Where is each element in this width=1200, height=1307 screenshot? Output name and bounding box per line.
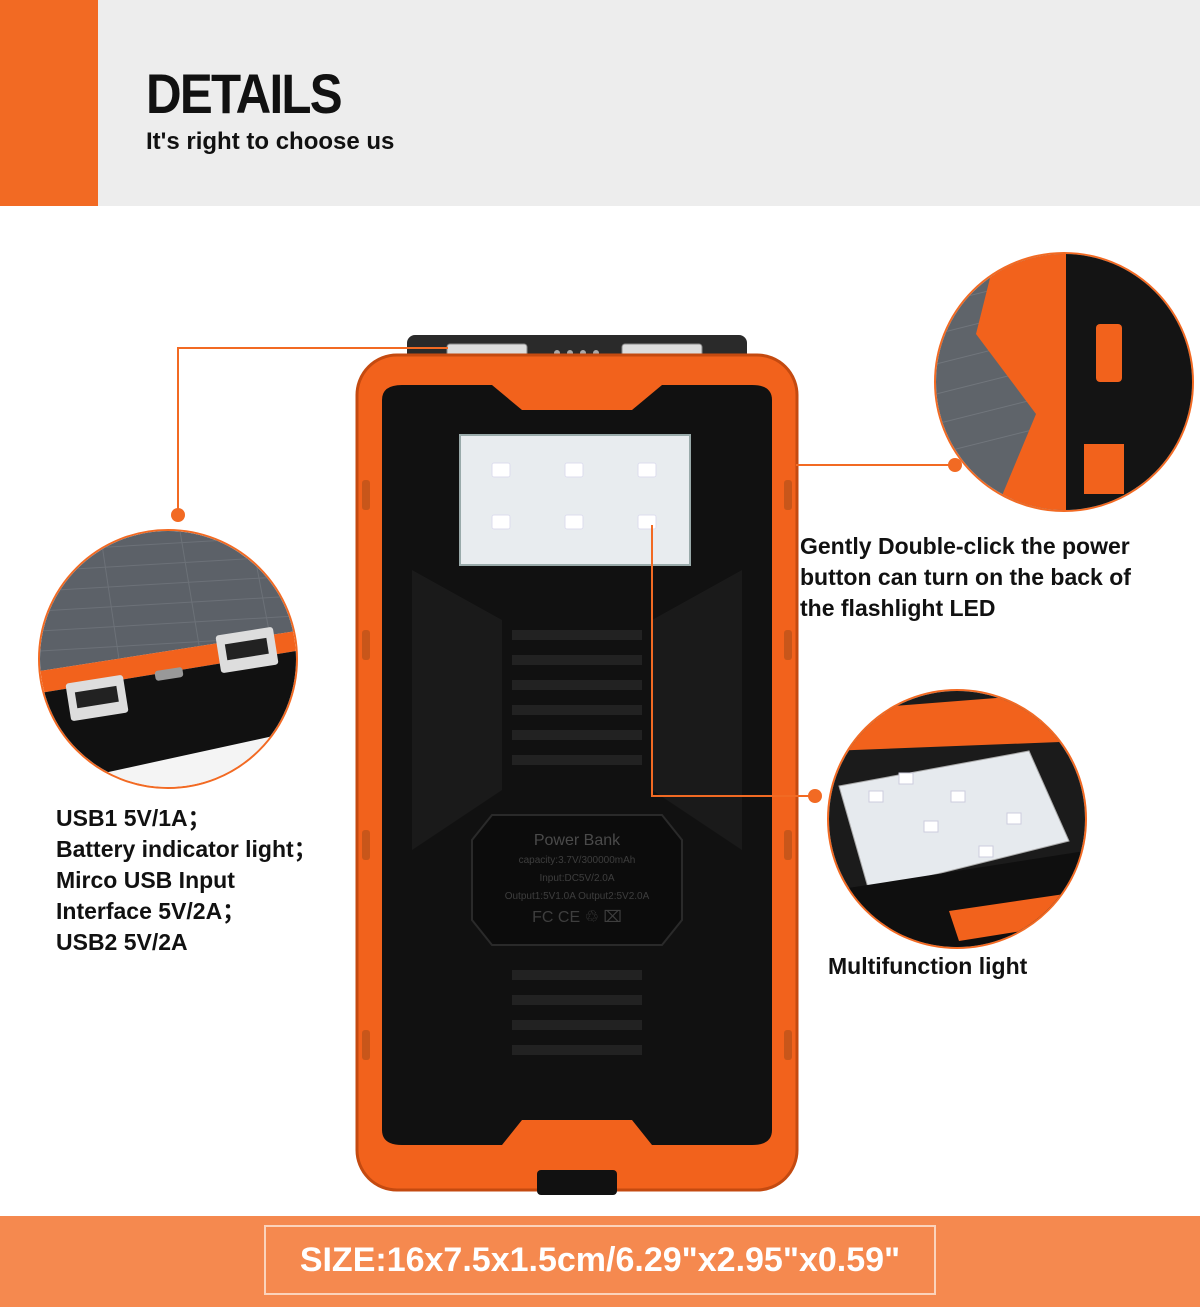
page-subtitle: It's right to choose us — [146, 128, 395, 155]
page-title: DETAILS — [146, 62, 343, 125]
leader-ports-vertical — [177, 347, 179, 515]
power-button-callout: Gently Double-click the power button can… — [800, 531, 1198, 624]
device-label-input: Input:DC5V/2.0A — [539, 873, 614, 884]
leader-power-horizontal — [796, 464, 954, 466]
device-label-marks: FC CE ♲ ⌧ — [532, 909, 622, 926]
size-text: SIZE:16x7.5x1.5cm/6.29"x2.95"x0.59" — [299, 1240, 901, 1279]
header-accent-bar — [0, 0, 98, 206]
leader-light-vertical — [651, 525, 653, 797]
footer-band: SIZE:16x7.5x1.5cm/6.29"x2.95"x0.59" — [0, 1216, 1200, 1307]
power-button-detail-circle — [934, 252, 1194, 512]
power-button-callout-line: Gently Double-click the power — [800, 533, 1130, 559]
device-label-output: Output1:5V1.0A Output2:5V2.0A — [505, 891, 650, 902]
leader-light-horizontal — [651, 795, 813, 797]
multifunction-light-callout: Multifunction light — [828, 953, 1028, 979]
leader-light-dot — [808, 789, 822, 803]
ports-detail-circle — [38, 529, 298, 789]
ports-callout-line: Interface 5V/2A； — [56, 898, 246, 924]
ports-callout-line: Battery indicator light； — [56, 836, 317, 862]
leader-power-dot — [948, 458, 962, 472]
leader-ports-dot — [171, 508, 185, 522]
ports-callout: USB1 5V/1A； Battery indicator light； Mir… — [56, 803, 356, 958]
ports-callout-line: Mirco USB Input — [56, 867, 235, 893]
leader-ports-horizontal — [177, 347, 448, 349]
device-label-capacity: capacity:3.7V/300000mAh — [519, 855, 636, 866]
power-button-callout-line: button can turn on the back of — [800, 564, 1131, 590]
led-detail-circle — [827, 689, 1087, 949]
ports-callout-line: USB2 5V/2A — [56, 929, 188, 955]
ports-callout-line: USB1 5V/1A； — [56, 805, 211, 831]
header-band: DETAILS It's right to choose us — [0, 0, 1200, 206]
power-button-callout-line: the flashlight LED — [800, 595, 996, 621]
device-label-title: Power Bank — [534, 832, 621, 849]
power-bank-image: Power Bank capacity:3.7V/300000mAh Input… — [355, 335, 799, 1195]
size-box: SIZE:16x7.5x1.5cm/6.29"x2.95"x0.59" — [264, 1225, 936, 1295]
